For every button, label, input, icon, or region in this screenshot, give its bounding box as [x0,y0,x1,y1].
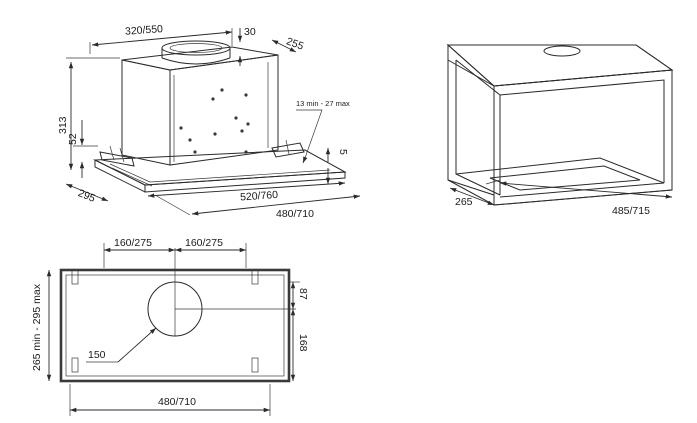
adjust-range-label: 13 min - 27 max [296,99,350,108]
dim-right-offset: 160/275 [175,237,247,268]
cutout-width-label: 485/715 [612,205,650,217]
duct-offset-label: 30 [244,26,256,38]
outer-width-label: 480/710 [276,208,314,220]
dim-depth-base: 295 [65,183,109,205]
cutout-depth-label: 265 [455,196,473,208]
dim-duct-offset: 30 [237,26,256,66]
dim-plan-width: 480/710 [69,384,271,416]
width-top-label: 320/550 [125,23,164,38]
height-range-label: 265 min - 295 max [31,283,43,371]
dim-height-range: 265 min - 295 max [31,270,52,381]
dim-left-offset: 160/275 [103,237,175,268]
dim-lower-height: 52 [67,120,98,178]
dim-outer-width: 480/710 [154,194,361,220]
mounting-slots [71,269,259,373]
dim-width-top: 320/550 [89,23,233,54]
dim-cutout-depth: 265 [449,187,495,208]
total-height-label: 313 [57,116,69,134]
side-five-label: 5 [337,149,349,155]
dim-bottom-offset: 168 [290,309,309,381]
hood-body [121,46,279,166]
dim-side-five: 5 [325,148,349,184]
left-offset-label: 160/275 [114,237,152,249]
hood-base-tray [93,149,347,193]
top-plan-view: 160/275 160/275 265 min - 295 max 87 168… [31,237,309,416]
dim-depth-top: 255 [271,35,306,53]
inner-width-label: 520/760 [240,189,279,204]
dim-adjust-range: 13 min - 27 max [296,99,350,164]
dim-total-height: 313 [57,57,120,170]
right-offset-label: 160/275 [185,237,223,249]
bottom-offset-label: 168 [297,334,309,352]
duct-collar [161,40,231,65]
isometric-hood-view: 320/550 30 255 313 52 295 [57,23,361,220]
mounting-holes [179,88,250,154]
depth-top-label: 255 [285,35,306,52]
dim-duct-diameter: 150 [86,327,157,363]
plan-width-label: 480/710 [158,396,196,408]
duct-diameter-label: 150 [88,349,106,361]
dim-top-offset: 87 [289,281,309,309]
depth-base-label: 295 [76,187,97,205]
dim-cutout-width: 485/715 [485,179,673,217]
cabinet-cutout-view: 265 485/715 [446,43,674,217]
mounting-brackets [99,139,305,167]
lower-height-label: 52 [67,133,79,145]
top-offset-label: 87 [297,288,309,300]
